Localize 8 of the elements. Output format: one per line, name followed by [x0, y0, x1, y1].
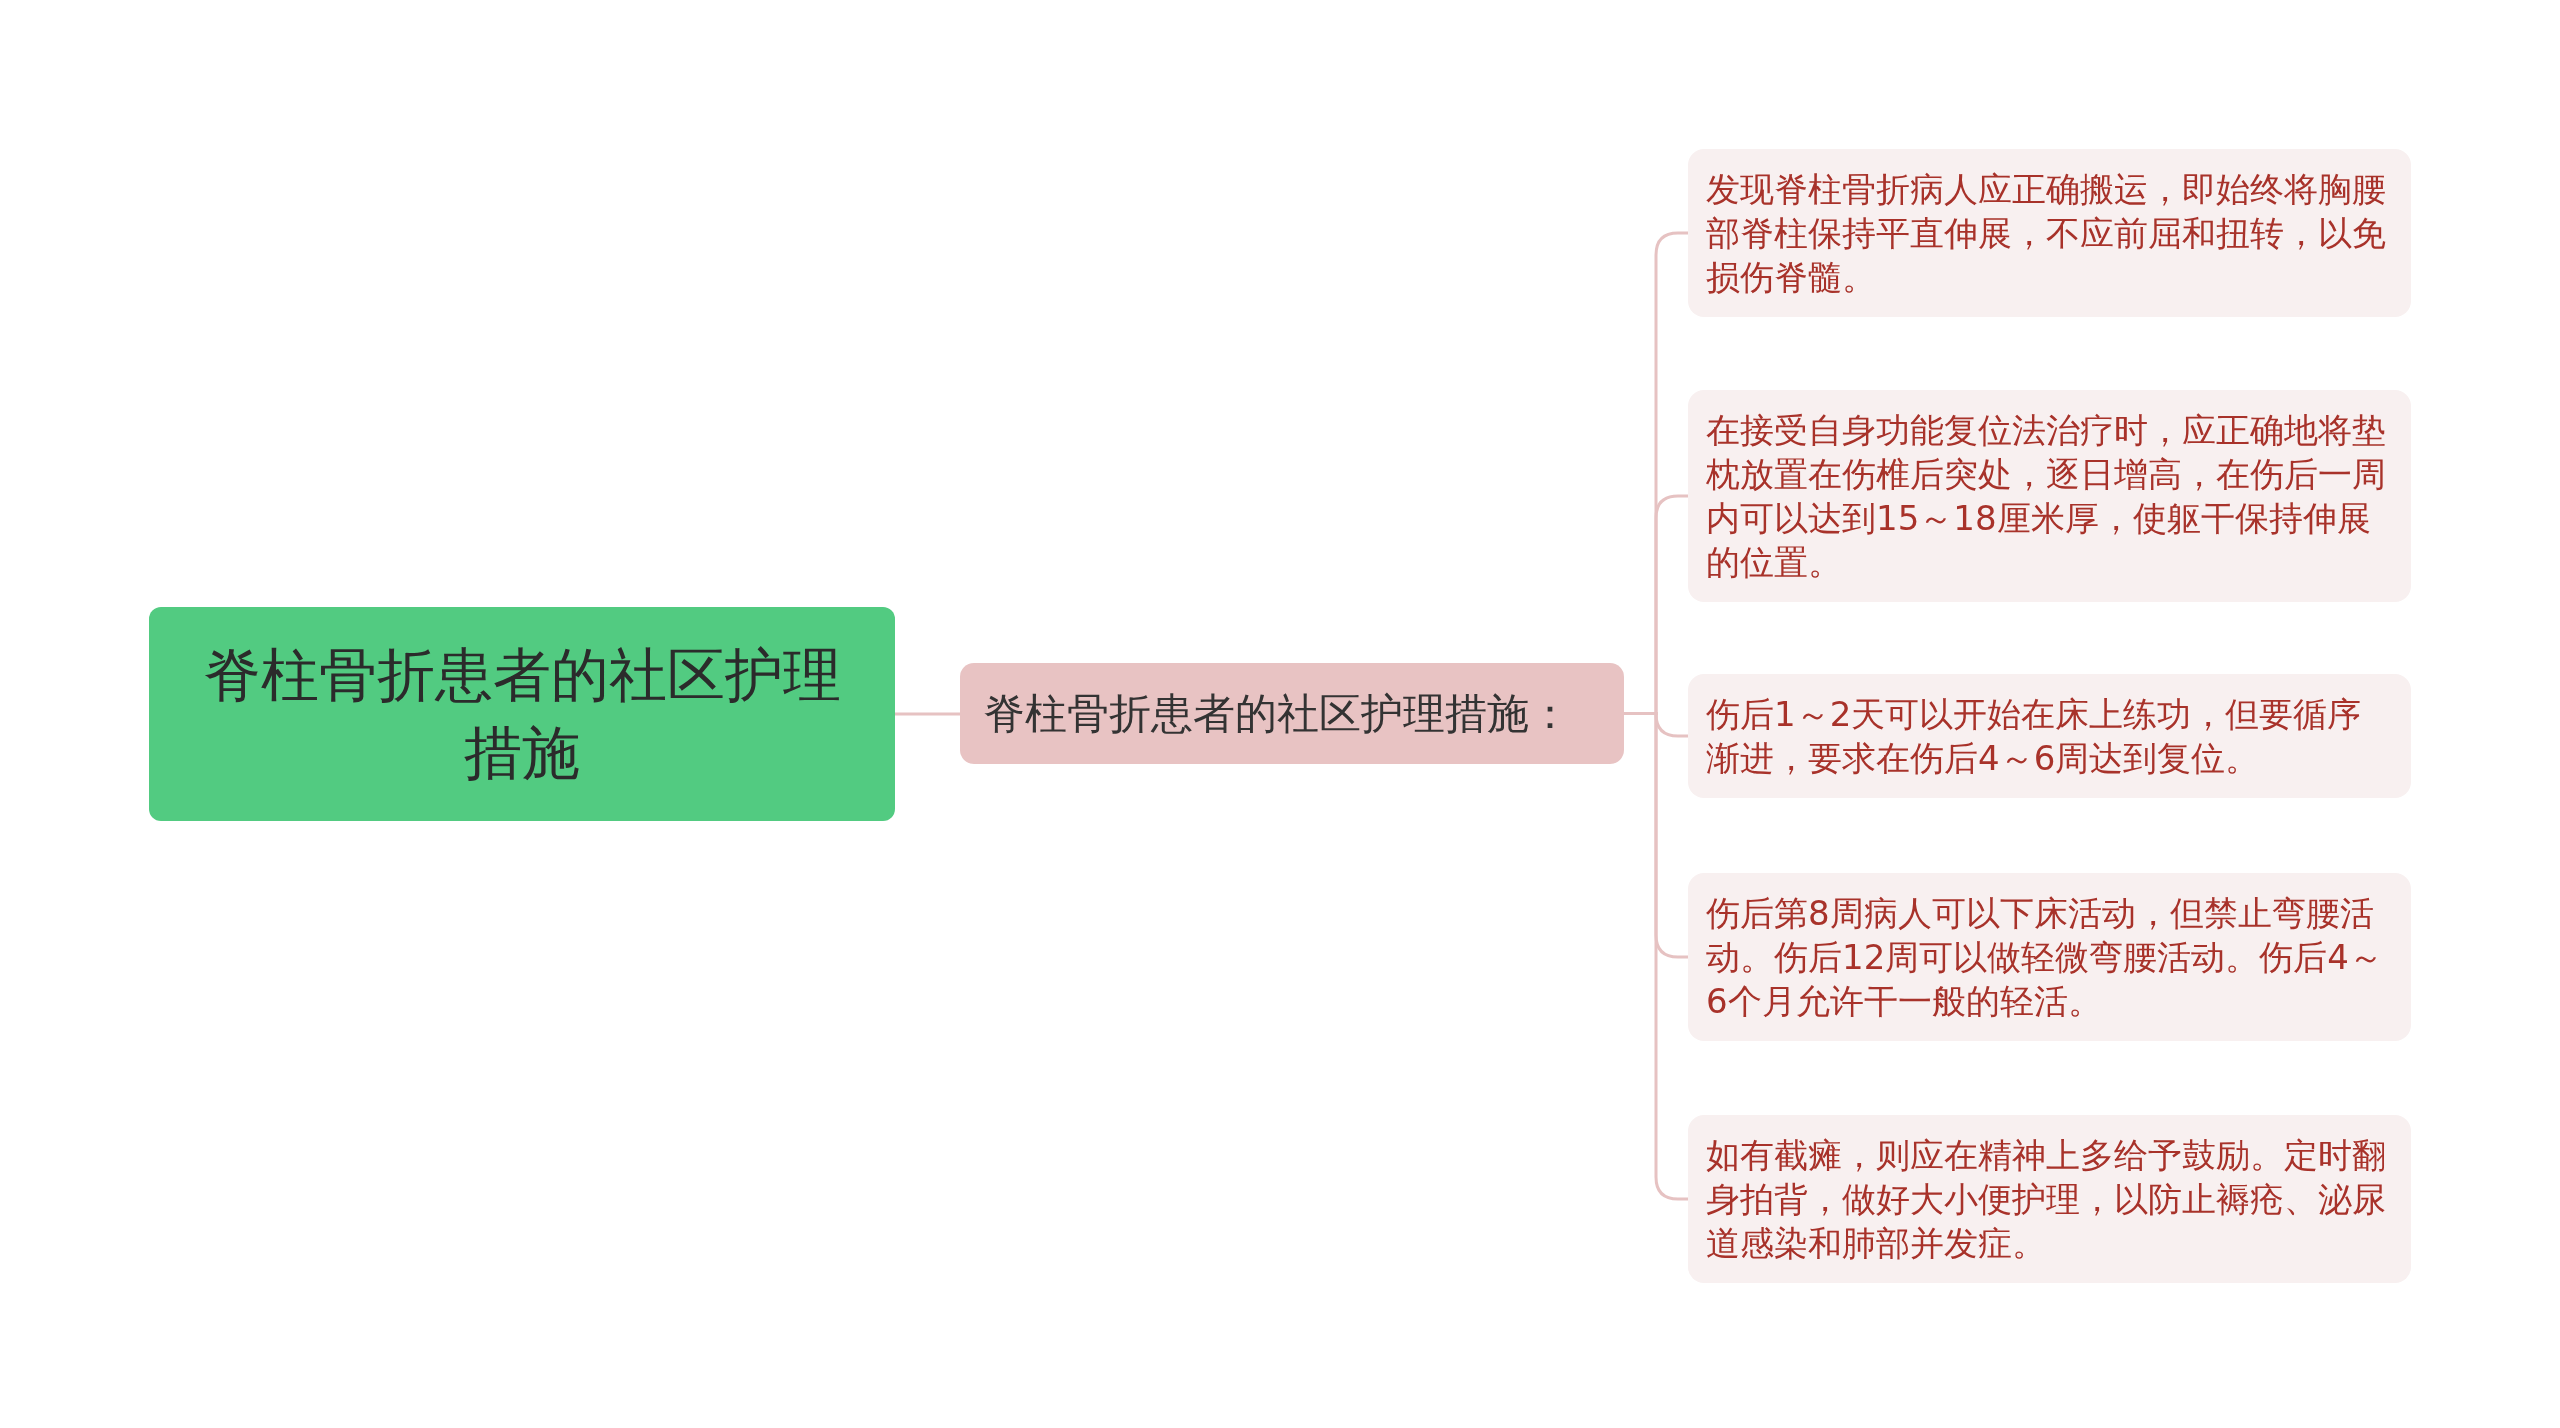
- detail-box: 发现脊柱骨折病人应正确搬运，即始终将胸腰部脊柱保持平直伸展，不应前屈和扭转，以免损伤脊髓。: [1688, 149, 2411, 317]
- detail-box: 伤后1～2天可以开始在床上练功，但要循序渐进，要求在伤后4～6周达到复位。: [1688, 674, 2411, 798]
- detail-box: 在接受自身功能复位法治疗时，应正确地将垫枕放置在伤椎后突处，逐日增高，在伤后一周内可以达到15～18厘米厚，使躯干保持伸展的位置。: [1688, 390, 2411, 602]
- detail-box: 如有截瘫，则应在精神上多给予鼓励。定时翻身拍背，做好大小便护理，以防止褥疮、泌尿道感染和肺部并发症。: [1688, 1115, 2411, 1283]
- central-topic-box: 脊柱骨折患者的社区护理措施: [149, 607, 895, 821]
- detail-box: 伤后第8周病人可以下床活动，但禁止弯腰活动。伤后12周可以做轻微弯腰活动。伤后4～6个月允许干一般的轻活。: [1688, 873, 2411, 1041]
- connector-line: [895, 712, 960, 716]
- subtopic-box: 脊柱骨折患者的社区护理措施：: [960, 663, 1624, 764]
